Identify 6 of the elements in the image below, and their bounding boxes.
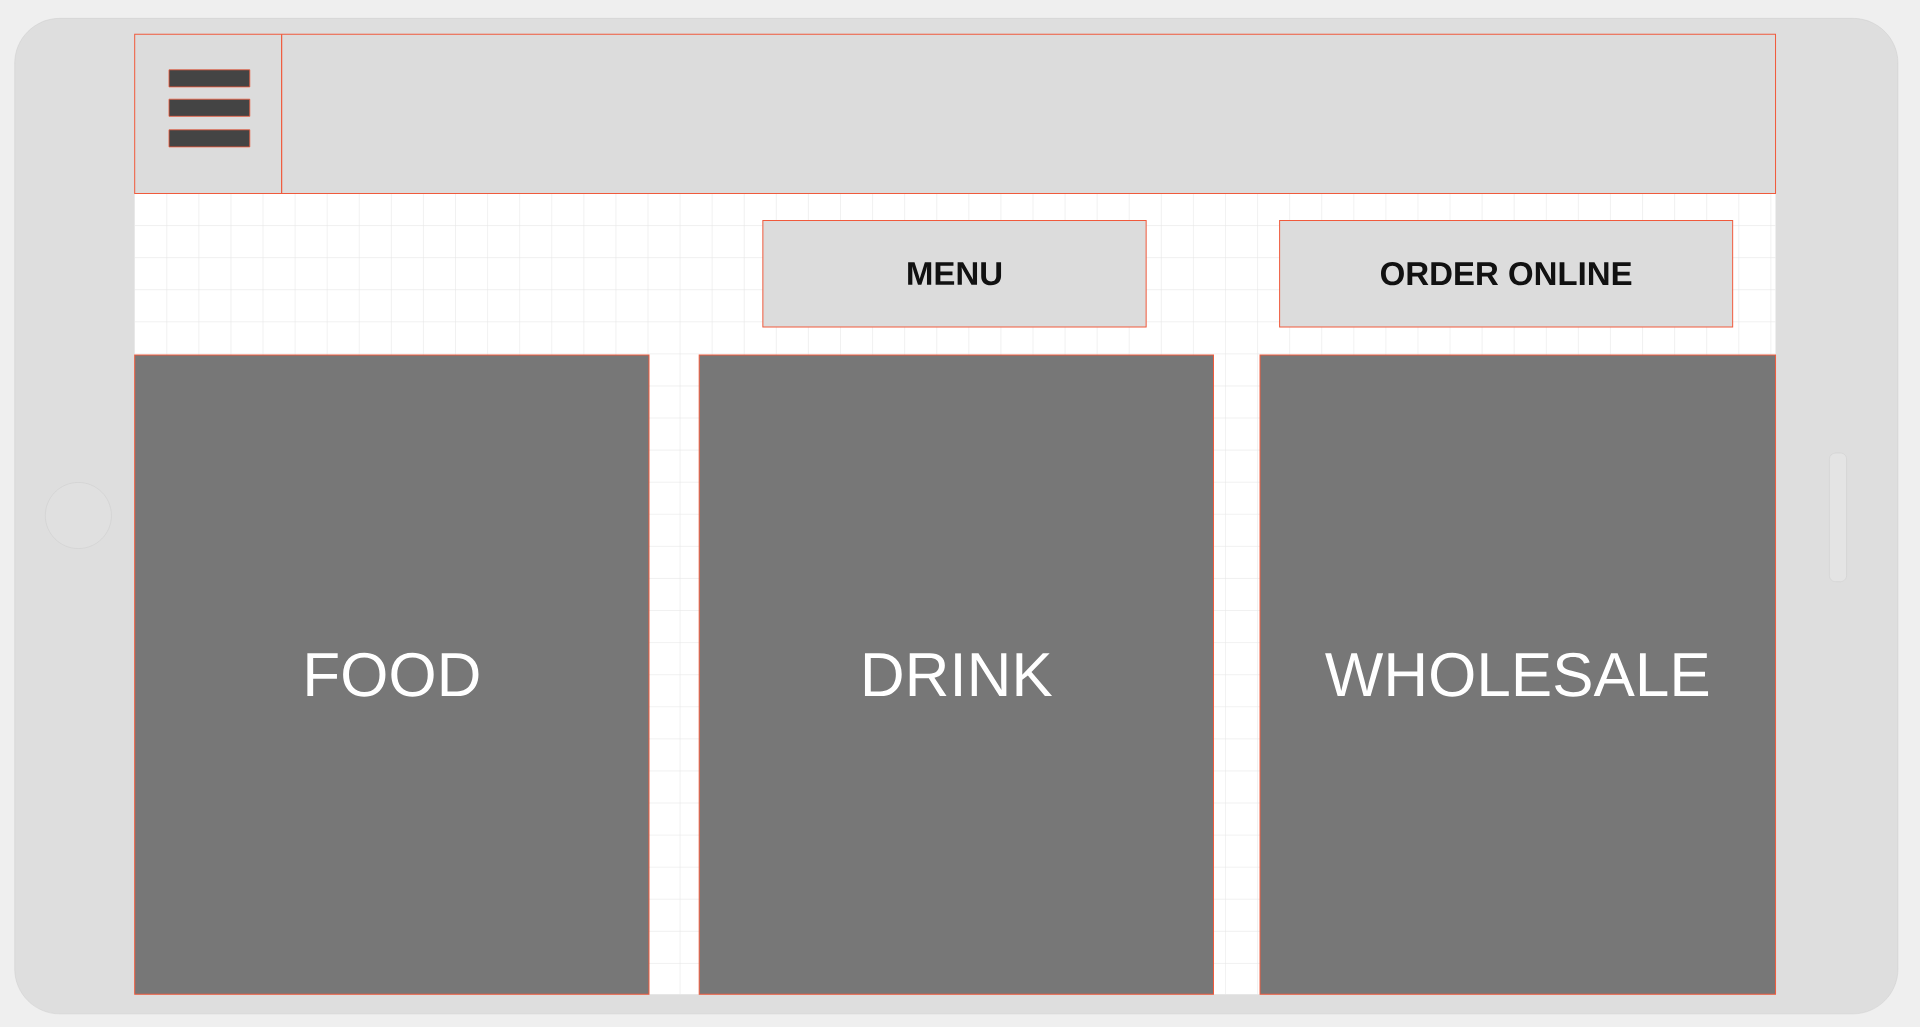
menu-button: MENU [762,219,1147,328]
order-online-button: ORDER ONLINE [1279,219,1734,328]
category-tile: WHOLESALE [1259,354,1777,995]
header-bar [134,33,1777,194]
category-tile: FOOD [134,354,650,995]
category-tile: DRINK [698,354,1214,995]
